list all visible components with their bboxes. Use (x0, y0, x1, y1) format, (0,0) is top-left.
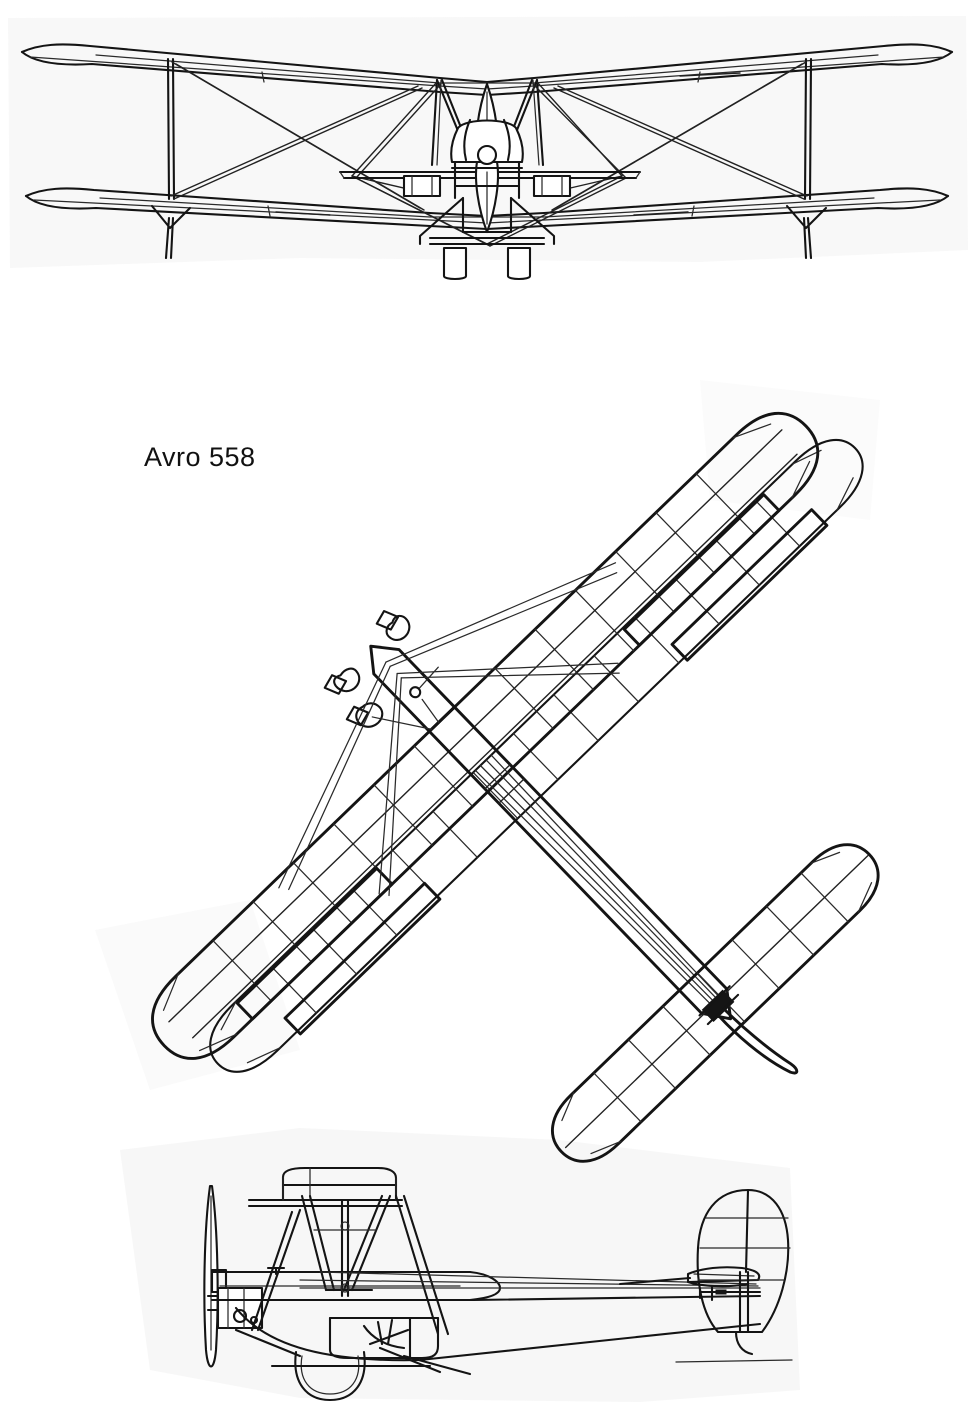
plan-bracing-wires (278, 562, 620, 897)
front-bracing-wires (170, 61, 808, 211)
front-cabane-struts (430, 78, 545, 167)
side-upper-wing (247, 1166, 404, 1208)
front-wingtip-skids (150, 204, 828, 260)
side-struts (250, 1194, 450, 1336)
front-landing-gear (402, 174, 572, 281)
plan-fuselage (427, 705, 733, 1021)
plan-view (151, 411, 880, 1163)
plan-upper-wing (151, 411, 820, 1060)
side-ground-line (675, 1359, 793, 1363)
plan-rudder (698, 985, 799, 1075)
plan-ailerons (235, 493, 829, 1036)
side-tailplane (618, 1266, 762, 1302)
front-fuselage (418, 160, 556, 246)
front-engine-cowl (450, 118, 524, 166)
front-view (20, 43, 954, 281)
scan-paper-tint (8, 16, 968, 1402)
caption-avro-558: Avro 558 (144, 442, 256, 472)
front-interplane-struts (166, 57, 813, 201)
side-rudder (696, 1188, 791, 1356)
side-fuselage (234, 1271, 762, 1362)
side-landing-gear (234, 1328, 472, 1402)
side-view (203, 1166, 793, 1402)
front-aileron-marks (261, 71, 741, 217)
plan-lower-wing (209, 438, 864, 1073)
front-inner-bracing (351, 81, 627, 247)
